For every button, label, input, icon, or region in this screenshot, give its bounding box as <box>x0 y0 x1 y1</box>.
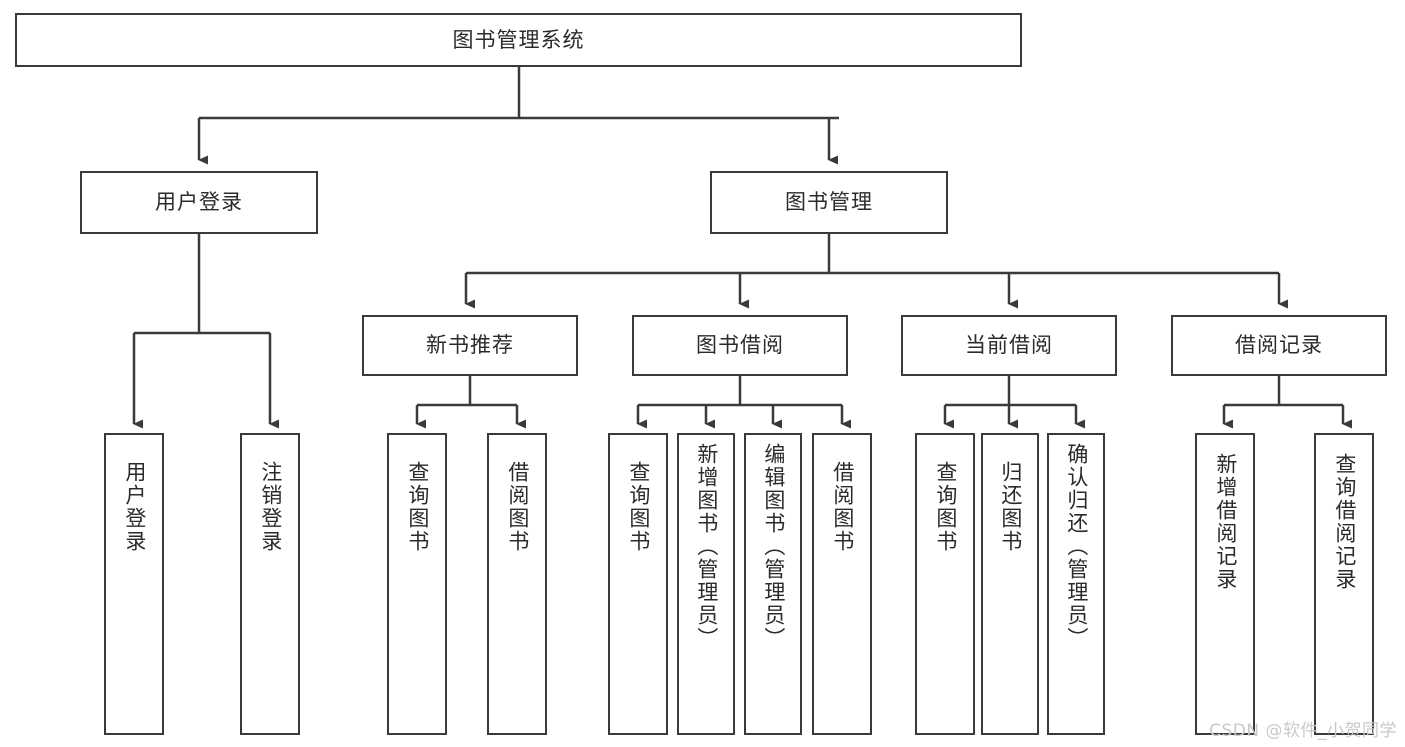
node-book-borrow-label: 图书借阅 <box>696 333 784 357</box>
leaf-add-book[interactable]: 新增图书（管理员） <box>677 433 735 735</box>
leaf-add-book-label: 新增图书（管理员） <box>694 443 719 650</box>
leaf-user-logout[interactable]: 注销登录 <box>240 433 300 735</box>
node-current-borrow-label: 当前借阅 <box>965 333 1053 357</box>
leaf-borrow-book-2[interactable]: 借阅图书 <box>812 433 872 735</box>
node-book-borrow[interactable]: 图书借阅 <box>632 315 848 376</box>
node-book-manage-label: 图书管理 <box>785 190 873 214</box>
leaf-query-record[interactable]: 查询借阅记录 <box>1314 433 1374 735</box>
node-new-book-recommend[interactable]: 新书推荐 <box>362 315 578 376</box>
node-root[interactable]: 图书管理系统 <box>15 13 1022 67</box>
leaf-query-book-2-label: 查询图书 <box>626 461 651 553</box>
node-user-login[interactable]: 用户登录 <box>80 171 318 234</box>
leaf-borrow-book-1[interactable]: 借阅图书 <box>487 433 547 735</box>
leaf-add-record[interactable]: 新增借阅记录 <box>1195 433 1255 735</box>
leaf-add-record-label: 新增借阅记录 <box>1213 453 1238 591</box>
node-book-manage[interactable]: 图书管理 <box>710 171 948 234</box>
node-root-label: 图书管理系统 <box>452 27 585 52</box>
node-borrow-record-label: 借阅记录 <box>1235 333 1323 357</box>
leaf-borrow-book-1-label: 借阅图书 <box>505 461 530 553</box>
leaf-confirm-return[interactable]: 确认归还（管理员） <box>1047 433 1105 735</box>
leaf-user-login[interactable]: 用户登录 <box>104 433 164 735</box>
leaf-query-book-3[interactable]: 查询图书 <box>915 433 975 735</box>
leaf-query-book-1-label: 查询图书 <box>405 461 430 553</box>
leaf-user-logout-label: 注销登录 <box>258 461 283 553</box>
leaf-query-book-2[interactable]: 查询图书 <box>608 433 668 735</box>
csdn-watermark: CSDN @软件_小贺同学 <box>1209 721 1397 741</box>
node-borrow-record[interactable]: 借阅记录 <box>1171 315 1387 376</box>
leaf-confirm-return-label: 确认归还（管理员） <box>1064 443 1089 650</box>
leaf-query-record-label: 查询借阅记录 <box>1332 453 1357 591</box>
leaf-user-login-label: 用户登录 <box>122 461 147 553</box>
leaf-return-book-label: 归还图书 <box>998 461 1023 553</box>
leaf-query-book-1[interactable]: 查询图书 <box>387 433 447 735</box>
leaf-query-book-3-label: 查询图书 <box>933 461 958 553</box>
leaf-edit-book-label: 编辑图书（管理员） <box>761 443 786 650</box>
node-current-borrow[interactable]: 当前借阅 <box>901 315 1117 376</box>
leaf-return-book[interactable]: 归还图书 <box>981 433 1039 735</box>
node-new-book-recommend-label: 新书推荐 <box>426 333 514 357</box>
node-user-login-label: 用户登录 <box>155 190 243 214</box>
leaf-borrow-book-2-label: 借阅图书 <box>830 461 855 553</box>
leaf-edit-book[interactable]: 编辑图书（管理员） <box>744 433 802 735</box>
